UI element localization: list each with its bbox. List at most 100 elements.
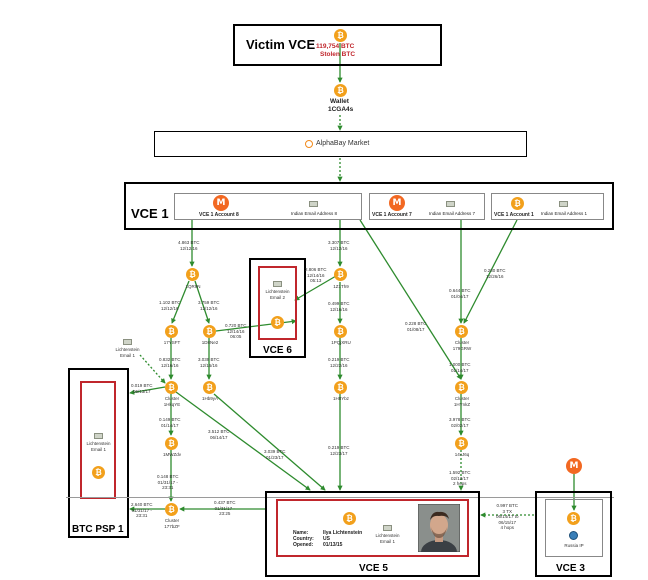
node-1z1th9: 1Z1Th9 bbox=[333, 284, 349, 289]
vce1-title: VCE 1 bbox=[131, 206, 169, 221]
bitcoin-icon: ₿ bbox=[165, 503, 178, 516]
vce3-box bbox=[535, 491, 612, 577]
vce1-box bbox=[124, 182, 614, 230]
victim-vce-box bbox=[233, 24, 442, 66]
bitcoin-icon: ₿ bbox=[334, 325, 347, 338]
bitcoin-icon: ₿ bbox=[334, 381, 347, 394]
vce1-account1-box bbox=[491, 193, 604, 220]
vce5-name-key: Name: bbox=[293, 530, 309, 536]
vce5-label: VCE 5 bbox=[359, 563, 388, 574]
bitcoin-icon: ₿ bbox=[455, 437, 468, 450]
node-cluster-1hkqye-l1: Cluster bbox=[164, 396, 180, 401]
psp1-email-line2: Email 1 bbox=[90, 447, 106, 452]
bitcoin-icon: ₿ bbox=[334, 29, 347, 42]
node-14vj6q: 14vJ6q bbox=[454, 452, 470, 457]
flow-arrow-cluster-to-vce5 bbox=[175, 391, 311, 491]
node-1pqjxru: 1PQjXRU bbox=[331, 340, 351, 345]
divider-line bbox=[66, 497, 614, 498]
btc-psp1-label: BTC PSP 1 bbox=[72, 524, 124, 535]
node-17ysft: 17YSFT bbox=[163, 340, 181, 345]
flow-arrow-1z1th9-to-vce6 bbox=[294, 275, 337, 301]
flow-arrow-vce1-to-cluster-1hynkz bbox=[359, 219, 462, 380]
vce5-email-line2: Email 1 bbox=[379, 539, 395, 544]
psp1-email-line1: Lichtenstein bbox=[86, 441, 111, 446]
vce6-label: VCE 6 bbox=[263, 345, 292, 356]
vce1-account8-box bbox=[174, 193, 362, 220]
vce5-box bbox=[265, 491, 480, 577]
vce5-email-line1: Lichtenstein bbox=[375, 533, 400, 538]
globe-icon bbox=[569, 531, 578, 540]
bitcoin-icon: ₿ bbox=[511, 197, 524, 210]
wallet-label: Wallet bbox=[330, 98, 349, 105]
flow-arrow-acct1-to-cluster-179grw bbox=[463, 219, 518, 324]
email-envelope-icon bbox=[559, 201, 568, 207]
node-cluster-177bzf-l1: Cluster bbox=[164, 518, 180, 523]
vce5-highlight bbox=[276, 499, 469, 557]
node-1mwzdv: 1MWZdv bbox=[163, 452, 181, 457]
victim-vce-title: Victim VCE bbox=[246, 37, 316, 52]
vce5-name-value: Ilya Lichtenstein bbox=[323, 530, 363, 536]
account7-email: Indian Email Address 7 bbox=[429, 211, 476, 216]
flow-arrow-1hb9ya-to-vce5 bbox=[213, 393, 326, 491]
vce3-ip-label: Russia IP bbox=[564, 543, 584, 548]
node-cluster-179grw-l2: 179GRW bbox=[452, 346, 472, 351]
email-envelope-icon bbox=[446, 201, 455, 207]
stolen-amount: 119,754 BTC bbox=[316, 43, 355, 50]
alphabay-market-box bbox=[154, 131, 527, 157]
bitcoin-icon: ₿ bbox=[334, 268, 347, 281]
vce6-box bbox=[249, 258, 306, 358]
monero-icon: M bbox=[213, 195, 229, 211]
account1-email: Indian Email Address 1 bbox=[541, 211, 588, 216]
alphabay-market-name: AlphaBay Market bbox=[316, 140, 370, 147]
flow-arrow-cluster-to-psp1 bbox=[129, 386, 166, 395]
vce5-opened-key: Opened: bbox=[293, 542, 314, 548]
email-envelope-icon bbox=[309, 201, 318, 207]
bitcoin-icon: ₿ bbox=[203, 381, 216, 394]
bitcoin-icon: ₿ bbox=[165, 325, 178, 338]
account7-name: VCE 1 Account 7 bbox=[372, 212, 412, 218]
btc-psp1-highlight bbox=[80, 381, 116, 499]
monero-icon: M bbox=[566, 458, 582, 474]
node-1hb9ya: 1Hb9yA bbox=[201, 396, 218, 401]
vce5-country-key: Country: bbox=[293, 536, 314, 542]
account8-name: VCE 1 Account 8 bbox=[199, 212, 239, 218]
bitcoin-icon: ₿ bbox=[567, 512, 580, 525]
side-email-line1: Lichtenstein bbox=[115, 347, 140, 352]
vce6-email-line1: Lichtenstein bbox=[265, 289, 290, 294]
vce6-highlight bbox=[258, 266, 297, 340]
bitcoin-icon: ₿ bbox=[343, 512, 356, 525]
node-cluster-1hkqye-l2: 1HkqYE bbox=[163, 402, 181, 407]
stolen-label: Stolen BTC bbox=[320, 51, 356, 58]
bitcoin-icon: ₿ bbox=[455, 381, 468, 394]
vce3-label: VCE 3 bbox=[556, 563, 585, 574]
node-1h8ybz: 1H8Ybz bbox=[332, 396, 349, 401]
vce5-opened-value: 01/13/15 bbox=[323, 542, 343, 548]
bitcoin-icon: ₿ bbox=[455, 325, 468, 338]
node-cluster-1hynkz-l1: Cluster bbox=[454, 396, 470, 401]
vce1-account7-box bbox=[369, 193, 485, 220]
portrait-photo bbox=[418, 504, 460, 552]
email-envelope-icon bbox=[94, 433, 103, 439]
